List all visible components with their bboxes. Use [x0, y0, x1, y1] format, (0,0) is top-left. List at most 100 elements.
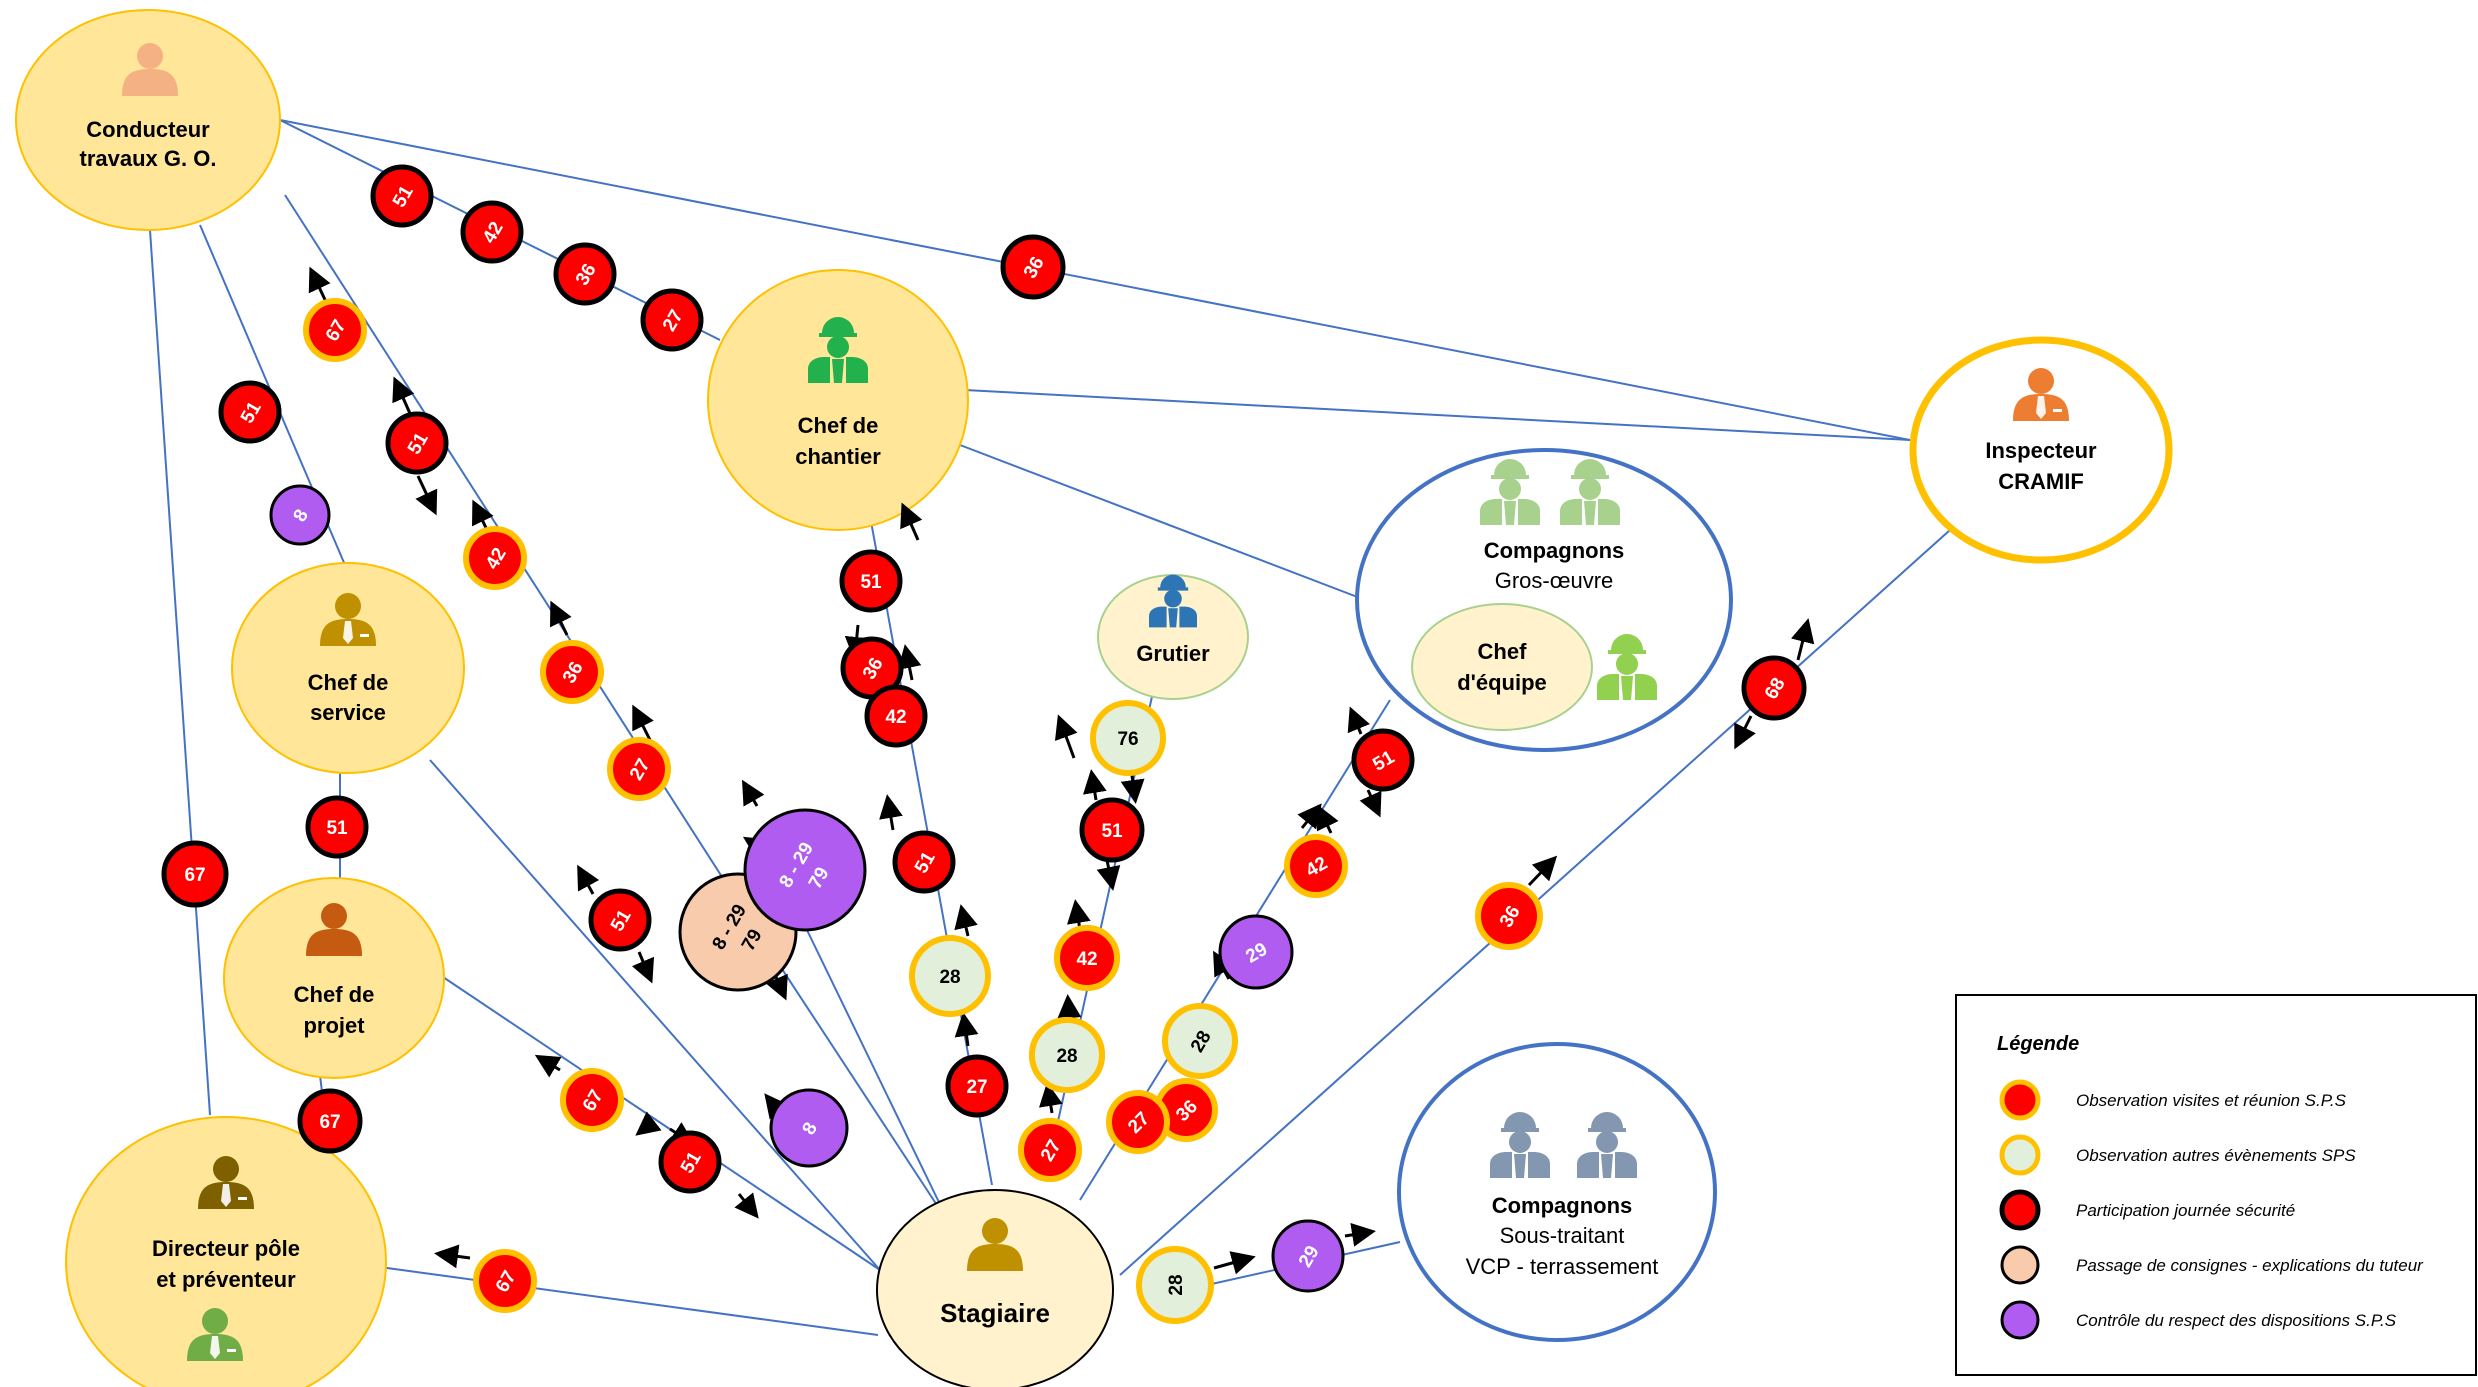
node-stagiaire[interactable]: Stagiaire	[876, 1189, 1114, 1387]
badge-autres: 28	[1029, 1017, 1105, 1093]
node-chef-equipe-line1: Chef	[1478, 639, 1528, 664]
line-stagiaire-controle	[789, 894, 951, 1226]
node-inspecteur-line1: Inspecteur	[1985, 438, 2097, 463]
badge-observation: 67	[560, 1068, 624, 1132]
line-chef-service-stagiaire	[429, 759, 881, 1271]
legend-title: Légende	[1997, 1033, 2079, 1055]
badge-participation: 36	[840, 636, 904, 700]
badge-observation: 36	[540, 640, 604, 704]
node-conducteur-line1: Conducteur	[86, 117, 210, 142]
badge-observation: 67	[303, 298, 367, 362]
legend-text: Participation journée sécurité	[2076, 1201, 2295, 1220]
badge-label: 28	[1056, 1046, 1077, 1067]
badge-observation: 67	[473, 1249, 537, 1313]
badge-controle: 8	[269, 484, 331, 546]
arrow	[632, 704, 654, 741]
arrow	[1316, 804, 1339, 834]
arrow	[879, 794, 903, 831]
legend-item: Observation autres évènements SPS	[1999, 1134, 2356, 1176]
arrow	[1297, 803, 1322, 830]
badge-label: 67	[184, 865, 205, 886]
badge-participation: 42	[864, 684, 928, 748]
legend-text: Passage de consignes - explications du t…	[2076, 1256, 2424, 1275]
arrow	[434, 1244, 471, 1269]
badge-controle: 29	[1271, 1219, 1345, 1293]
node-directeur-line2: et préventeur	[156, 1267, 296, 1292]
legend: Légende Observation visites et réunion S…	[1955, 994, 2477, 1376]
badge-participation: 27	[945, 1054, 1009, 1118]
node-inspecteur-line2: CRAMIF	[1998, 469, 2084, 494]
badge-participation: 51	[218, 380, 282, 444]
node-chef-projet-line1: Chef de	[294, 982, 375, 1007]
badge-participation: 51	[658, 1130, 722, 1194]
badge-participation: 51	[305, 795, 369, 859]
badge-participation: 68	[1741, 655, 1807, 721]
arrow	[1038, 1082, 1063, 1114]
legend-swatch	[1999, 1134, 2041, 1176]
badge-label: 51	[860, 572, 882, 593]
badge-observation: 36	[1154, 1078, 1218, 1142]
badge-participation: 51	[892, 830, 956, 894]
legend-swatch	[2000, 1245, 2040, 1285]
badge-participation: 27	[640, 288, 704, 352]
node-grutier[interactable]: Grutier	[1097, 574, 1249, 700]
node-chef-service[interactable]: Chef de service	[231, 562, 465, 774]
badge-label: 27	[966, 1077, 987, 1098]
arrow	[1096, 859, 1121, 891]
badge-controle: 8 - 2979	[743, 808, 867, 932]
arrow	[534, 1054, 562, 1078]
node-compagnons-go-line2: Gros-œuvre	[1495, 568, 1614, 593]
node-chef-chantier-line2: chantier	[795, 444, 881, 469]
badge-label: 42	[885, 707, 906, 728]
node-chef-equipe-line2: d'équipe	[1457, 670, 1547, 695]
node-chef-equipe[interactable]: Chef d'équipe	[1411, 603, 1657, 731]
badge-label: 51	[326, 818, 348, 839]
badge-label: 76	[1117, 729, 1138, 750]
arrow	[635, 1111, 662, 1136]
arrow	[900, 502, 923, 541]
node-directeur[interactable]: Directeur pôle et préventeur	[65, 1116, 387, 1387]
legend-item: Passage de consignes - explications du t…	[2000, 1245, 2424, 1285]
node-chef-projet[interactable]: Chef de projet	[223, 877, 445, 1079]
legend-text: Contrôle du respect des dispositions S.P…	[2076, 1311, 2397, 1330]
node-compagnons-st[interactable]: Compagnons Sous-traitant VCP - terrassem…	[1397, 1042, 1717, 1342]
badge-observation: 42	[1284, 834, 1348, 898]
node-inspecteur[interactable]: Inspecteur CRAMIF	[1909, 336, 2173, 564]
arrow	[1054, 714, 1078, 759]
arrow	[1344, 1222, 1376, 1247]
badge-observation: 27	[607, 737, 671, 801]
badge-autres: 28	[1162, 1003, 1238, 1079]
badge-observation: 27	[1018, 1118, 1082, 1182]
arrow	[415, 475, 438, 516]
arrow	[1213, 1251, 1256, 1275]
badge-observation: 36	[1475, 882, 1543, 950]
badge-label: 42	[1076, 949, 1097, 970]
node-compagnons-st-line3: VCP - terrassement	[1466, 1254, 1659, 1279]
legend-item: Participation journée sécurité	[1999, 1189, 2295, 1231]
badge-participation: 51	[385, 411, 449, 475]
badge-participation: 51	[1079, 797, 1145, 863]
legend-text: Observation visites et réunion S.P.S	[2076, 1091, 2347, 1110]
node-chef-chantier[interactable]: Chef de chantier	[707, 269, 969, 531]
arrow	[734, 1192, 759, 1219]
node-stagiaire-line1: Stagiaire	[940, 1298, 1050, 1328]
node-compagnons-st-line1: Compagnons	[1492, 1193, 1633, 1218]
node-chef-projet-line2: projet	[303, 1013, 365, 1038]
node-conducteur[interactable]: Conducteur travaux G. O.	[15, 9, 281, 231]
arrow	[1527, 855, 1558, 887]
legend-swatch	[1999, 1079, 2041, 1121]
badge-participation: 51	[1351, 728, 1415, 792]
arrow	[1066, 899, 1091, 931]
node-compagnons-go-line1: Compagnons	[1484, 538, 1625, 563]
arrow	[954, 904, 978, 937]
node-directeur-line1: Directeur pôle	[152, 1236, 300, 1261]
legend-swatch	[1999, 1189, 2041, 1231]
legend-box	[1955, 994, 2477, 1376]
badge-label: 28	[1166, 1274, 1187, 1295]
arrow	[1347, 706, 1370, 735]
badge-autres: 28	[909, 935, 991, 1017]
arrows	[308, 266, 1815, 1275]
badge-participation: 36	[553, 242, 617, 306]
